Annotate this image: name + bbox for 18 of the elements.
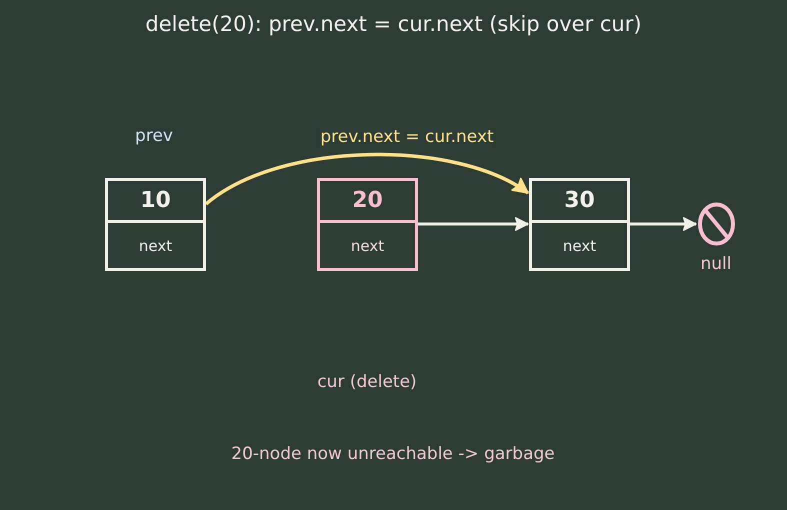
null-symbol-icon bbox=[697, 201, 736, 247]
arrow bbox=[630, 217, 697, 231]
pointer-label: prev bbox=[135, 125, 173, 147]
node-value: 30 bbox=[564, 188, 595, 214]
pointer-label: cur (delete) bbox=[317, 371, 417, 393]
note-text: 20-node now unreachable -> garbage bbox=[231, 443, 555, 465]
pointer-label: null bbox=[700, 253, 732, 275]
next-field-label: next bbox=[350, 236, 384, 254]
arrow bbox=[418, 217, 529, 231]
next-field-label: next bbox=[562, 236, 596, 254]
next-field-label: next bbox=[138, 236, 172, 254]
node-value: 10 bbox=[140, 188, 171, 214]
arrow bbox=[204, 152, 529, 206]
list-node-box bbox=[105, 178, 206, 271]
list-node-box bbox=[529, 178, 630, 271]
list-node-box bbox=[317, 178, 418, 271]
diagram-title: delete(20): prev.next = cur.next (skip over cur) bbox=[145, 11, 642, 38]
node-value: 20 bbox=[352, 188, 383, 214]
